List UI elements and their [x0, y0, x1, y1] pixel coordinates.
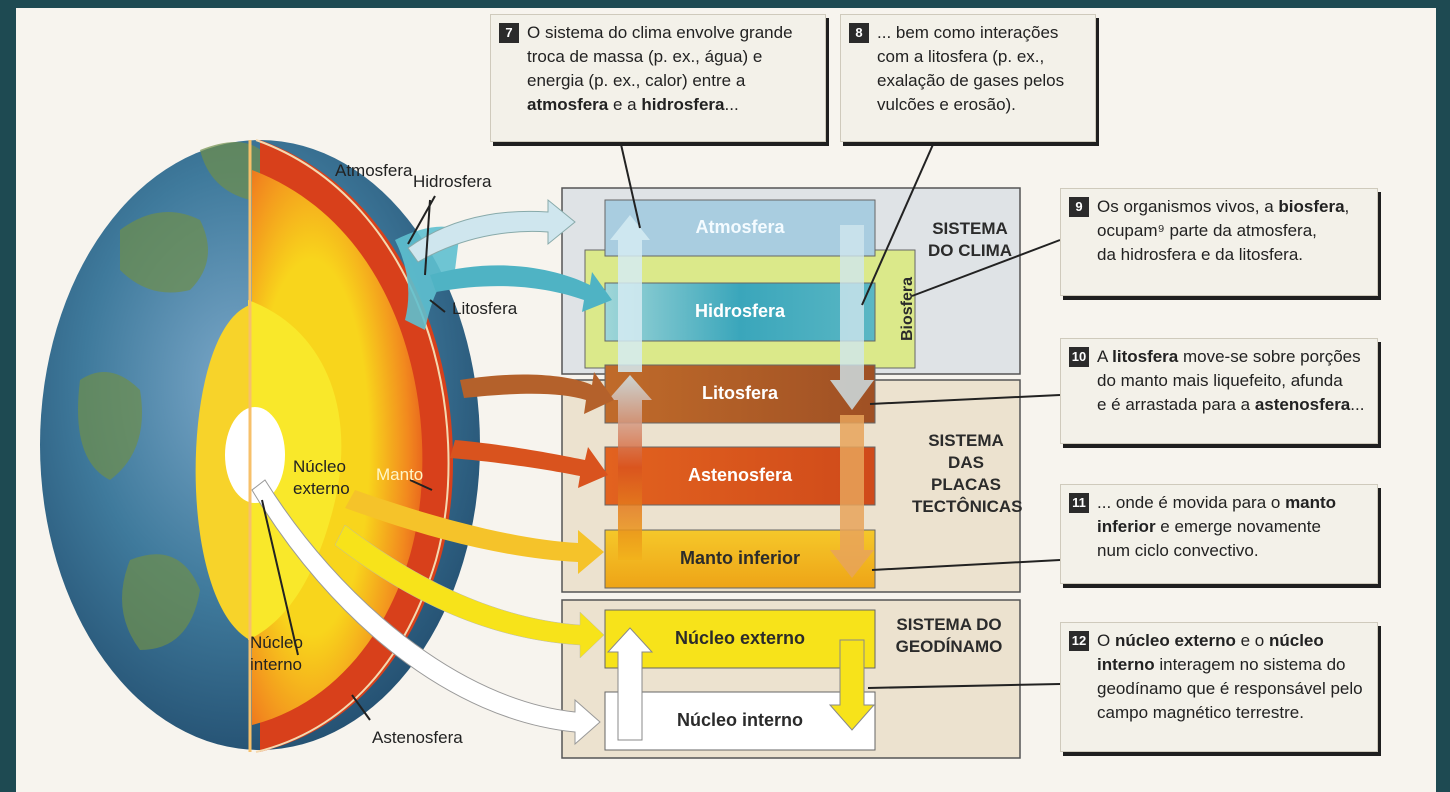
caption-bold: litosfera: [1112, 347, 1179, 366]
atmosphere-bar: [604, 199, 876, 257]
lithosphere-arrow: [460, 372, 614, 414]
tectonic-cycle-arrow-up: [608, 375, 652, 560]
caption-text: O sistema do clima envolve grande troca …: [527, 23, 793, 90]
caption-10: 10 A litosfera move-se sobre porções do m…: [1060, 338, 1378, 444]
outer-core-bar: [604, 609, 876, 669]
bar-label-atmosfera: Atmosfera: [695, 217, 785, 237]
caption-number: 7: [499, 23, 519, 43]
bar-label-litosfera: Litosfera: [701, 383, 779, 403]
caption-bold: biosfera: [1278, 197, 1345, 216]
tectonic-cycle-arrow-down: [830, 415, 874, 578]
caption-text: interagem no sistema do geodínamo que é …: [1097, 655, 1363, 722]
bar-label-biosfera: Biosfera: [899, 276, 916, 342]
caption-bold: astenosfera: [1254, 395, 1351, 414]
leader-lines: [261, 139, 1061, 721]
lower-mantle-bar: [604, 529, 876, 589]
label-manto: Manto: [376, 465, 424, 484]
bar-label-hidrosfera: Hidrosfera: [694, 301, 786, 321]
bar-label-nucleo-interno: Núcleo interno: [676, 710, 803, 730]
inner-core-arrow: [251, 479, 601, 746]
caption-7: 7 O sistema do clima envolve grande troca…: [490, 14, 826, 142]
caption-text: , ocupam⁹ parte da atmosfera, da hidrosf…: [1097, 197, 1350, 264]
hydrosphere-bar: [604, 282, 876, 342]
inner-core-bar: [604, 691, 876, 751]
caption-text: A: [1097, 347, 1113, 366]
caption-bold: manto inferior: [1097, 493, 1337, 536]
asthenosphere-bar: [604, 446, 876, 506]
geodynamo-cycle-arrow-down: [828, 639, 876, 731]
label-litosfera: Litosfera: [452, 299, 518, 318]
caption-number: 10: [1069, 347, 1089, 367]
caption-12: 12 O núcleo externo e o núcleo interno in…: [1060, 622, 1378, 752]
caption-bold: atmosfera: [527, 95, 609, 114]
caption-text: e a: [608, 95, 642, 114]
caption-text: move-se sobre porções do manto mais liqu…: [1097, 347, 1361, 414]
lithosphere-bar: [604, 364, 876, 424]
label-nucleo-interno: Núcleo interno: [250, 633, 303, 674]
label-astenosfera: Astenosfera: [372, 728, 463, 747]
bar-label-nucleo-externo: Núcleo externo: [674, 628, 806, 648]
caption-bold: núcleo interno: [1097, 631, 1324, 674]
caption-bold: hidrosfera: [641, 95, 725, 114]
climate-cycle-arrow-down: [830, 225, 874, 410]
outer-core-arrow: [334, 524, 605, 659]
caption-text: e emerge novamente num ciclo convectivo.: [1097, 517, 1321, 560]
caption-9: 9 Os organismos vivos, a biosfera, ocupam…: [1060, 188, 1378, 296]
label-nucleo-externo: Núcleo externo: [293, 457, 350, 498]
caption-text: ...: [724, 95, 739, 114]
lower-mantle-arrow: [345, 490, 604, 574]
bar-label-astenosfera: Astenosfera: [687, 465, 793, 485]
caption-number: 9: [1069, 197, 1089, 217]
hydrosphere-arrow: [430, 265, 612, 312]
caption-number: 8: [849, 23, 869, 43]
asthenosphere-arrow: [450, 440, 608, 488]
system-title-geodinamo: SISTEMA DO GEODÍNAMO: [895, 615, 1003, 656]
earth-cutaway: [195, 139, 454, 753]
caption-bold: núcleo externo: [1114, 631, 1236, 650]
label-hidrosfera: Hidrosfera: [413, 172, 492, 191]
geodynamo-cycle-arrow-up: [606, 627, 654, 741]
bar-label-manto-inferior: Manto inferior: [680, 548, 800, 568]
caption-text: Os organismos vivos, a: [1097, 197, 1279, 216]
caption-number: 12: [1069, 631, 1089, 651]
climate-cycle-arrow-up: [610, 215, 650, 372]
caption-text: O: [1097, 631, 1115, 650]
system-title-clima: SISTEMA DO CLIMA: [927, 219, 1013, 260]
atmosphere-arrow: [407, 198, 576, 263]
caption-text: ...: [1350, 395, 1365, 414]
caption-11: 11 ... onde é movida para o manto inferio…: [1060, 484, 1378, 584]
caption-number: 11: [1069, 493, 1089, 513]
label-atmosfera: Atmosfera: [335, 161, 413, 180]
system-title-placas: SISTEMA DAS PLACAS TECTÔNICAS: [912, 431, 1023, 516]
caption-8: 8 ... bem como interações com a litosfera…: [840, 14, 1096, 142]
caption-text: ... bem como interações com a litosfera …: [877, 23, 1065, 114]
caption-text: e o: [1235, 631, 1269, 650]
caption-text: ... onde é movida para o: [1097, 493, 1286, 512]
